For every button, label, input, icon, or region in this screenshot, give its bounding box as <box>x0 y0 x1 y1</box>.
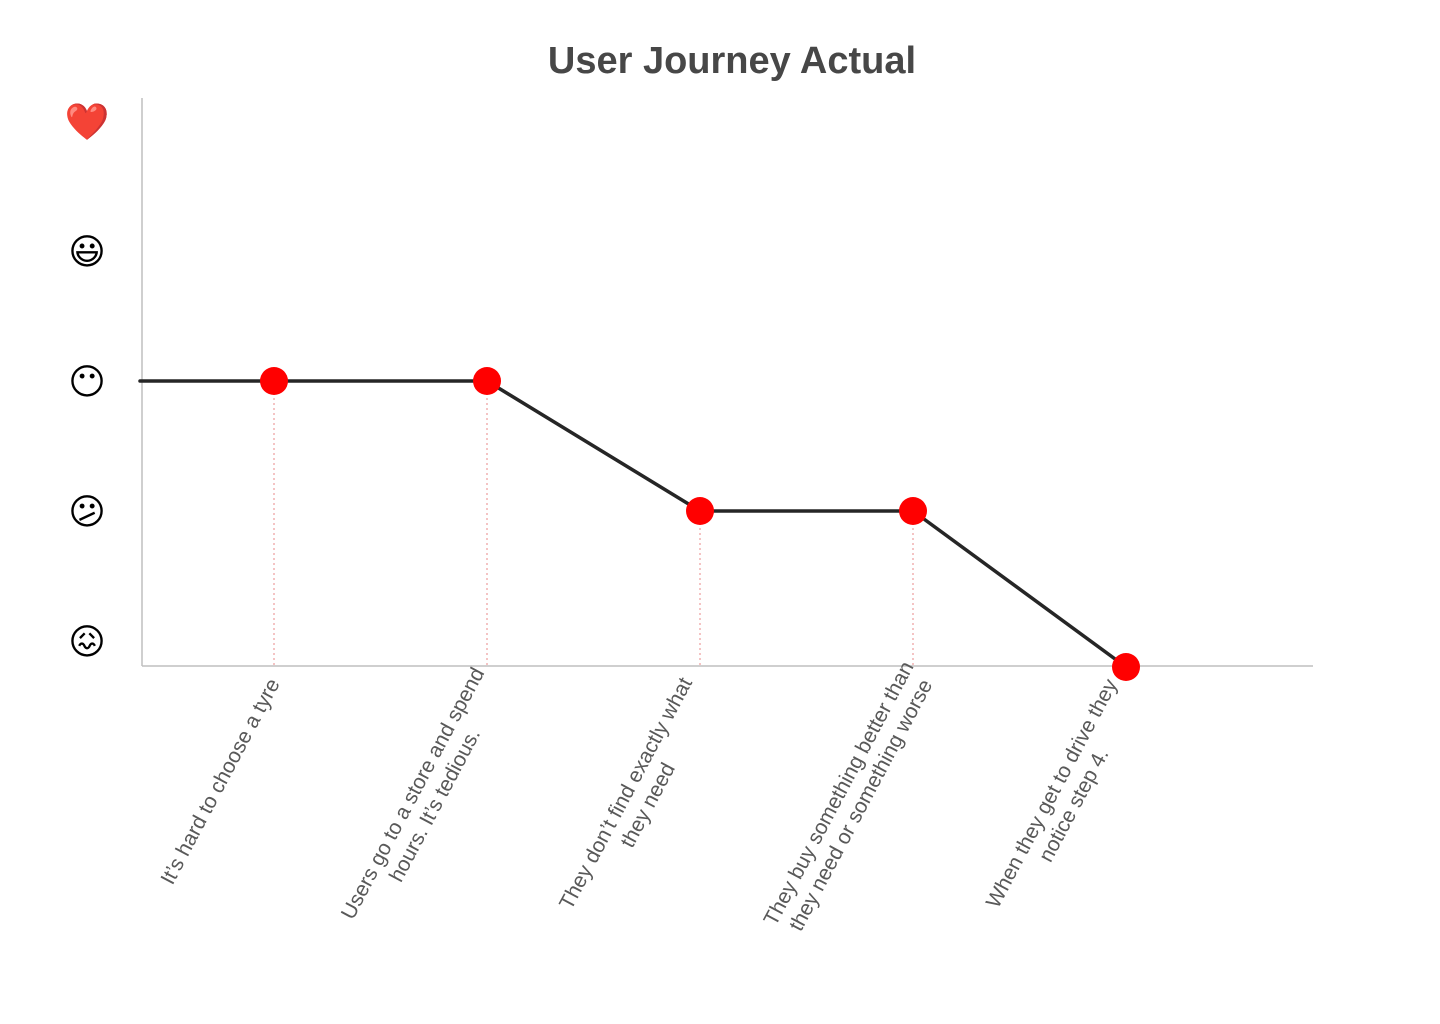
x-tick-labels: It’s hard to choose a tyre Users go to a … <box>157 658 1145 941</box>
x-tick-label-group: When they get to drive theynotice step 4… <box>982 675 1145 924</box>
x-tick-label: When they get to drive theynotice step 4… <box>982 675 1145 924</box>
x-tick-label: They buy something better thanthey need … <box>760 658 941 941</box>
data-point <box>1112 653 1140 681</box>
x-tick-label: Users go to a store and spendhours. It’s… <box>337 664 511 935</box>
x-tick-label-group: It’s hard to choose a tyre <box>157 675 285 889</box>
series-path <box>138 379 1128 669</box>
drop-lines <box>273 393 914 666</box>
series-line <box>138 379 1128 669</box>
data-point <box>899 497 927 525</box>
neutral-face-icon: 😶 <box>68 362 106 403</box>
data-point <box>686 497 714 525</box>
heart-icon: ❤️ <box>65 102 110 143</box>
chart-title: User Journey Actual <box>547 40 917 82</box>
x-tick-label-group: They buy something better thanthey need … <box>760 658 941 941</box>
tired-face-icon: 😖 <box>68 622 106 663</box>
data-point <box>260 367 288 395</box>
smiley-face-icon: 😃 <box>68 232 106 273</box>
x-tick-label-group: They don’t find exactly whatthey need <box>555 674 719 925</box>
data-markers <box>260 367 1140 681</box>
x-tick-label-group: Users go to a store and spendhours. It’s… <box>337 664 511 935</box>
x-tick-label: It’s hard to choose a tyre <box>157 675 285 889</box>
x-tick-label: They don’t find exactly whatthey need <box>555 674 719 925</box>
confused-face-icon: 😕 <box>68 492 106 533</box>
y-axis-icons: 😖 😕 😶 😃 ❤️ <box>65 102 110 663</box>
data-point <box>473 367 501 395</box>
